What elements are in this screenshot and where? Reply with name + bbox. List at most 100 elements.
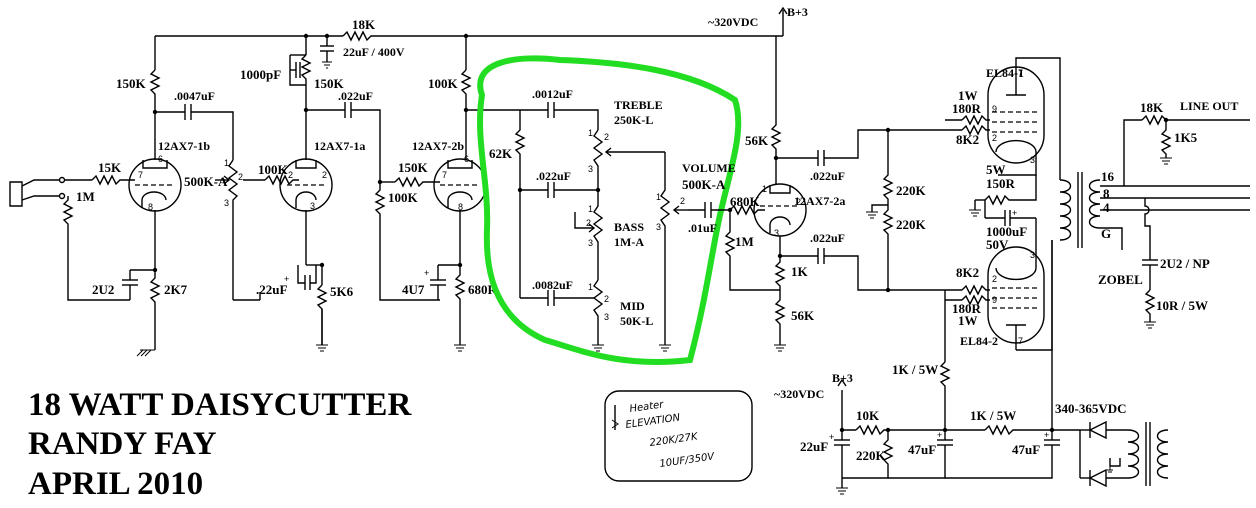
rectifier-icon <box>1079 420 1128 488</box>
label-r220k-1: 220K <box>896 183 927 198</box>
svg-text:3: 3 <box>604 312 609 322</box>
label-r8k2-top: 8K2 <box>956 132 979 147</box>
input-jack-icon <box>9 176 66 207</box>
label-c22uf-sup: 22uF <box>800 439 828 454</box>
label-tap4: 4 <box>1103 200 1110 215</box>
label-c0012: .0012uF <box>532 87 573 101</box>
label-c2u2: 2U2 <box>92 282 114 297</box>
svg-text:2: 2 <box>604 132 609 142</box>
svg-text:1: 1 <box>588 204 593 214</box>
label-r680k: 680K <box>730 194 761 209</box>
title-line1: 18 WATT DAISYCUTTER <box>28 387 412 423</box>
svg-text:3: 3 <box>588 238 593 248</box>
svg-text:+: + <box>937 430 942 440</box>
label-c01uf: .01uF <box>688 221 717 235</box>
label-r100k-plate: 100K <box>428 76 459 91</box>
tube-v2b: 678 <box>433 154 487 212</box>
label-r100k-leak: 100K <box>388 190 419 205</box>
label-r220k-2: 220K <box>896 217 927 232</box>
label-340vdc: 340-365VDC <box>1055 401 1127 416</box>
tube-v1b: 678 <box>128 154 182 212</box>
svg-text:9: 9 <box>992 104 997 114</box>
label-r10r: 10R / 5W <box>1156 298 1208 313</box>
svg-text:3: 3 <box>1030 250 1035 260</box>
label-b3-top: B+3 <box>787 5 808 19</box>
svg-text:+: + <box>1044 430 1049 440</box>
label-r2k7: 2K7 <box>164 282 188 297</box>
svg-text:2: 2 <box>680 196 685 206</box>
gain-pot-icon: 123 <box>215 158 243 300</box>
label-zobel: ZOBEL <box>1098 272 1143 287</box>
label-c2u2-np: 2U2 / NP <box>1160 256 1210 271</box>
heater-elevation-note: Heater ELEVATION 220K/27K 10UF/350V <box>604 390 753 482</box>
label-r10k: 10K <box>856 408 880 423</box>
label-r5k6: 5K6 <box>330 284 354 299</box>
label-r1k-pi: 1K <box>791 264 809 279</box>
label-tube-v1a: 12AX7-1a <box>314 139 365 153</box>
svg-text:2: 2 <box>604 294 609 304</box>
label-r56k-pi: 56K <box>791 308 815 323</box>
label-r62k: 62K <box>489 146 513 161</box>
title-line3: APRIL 2010 <box>28 466 203 502</box>
label-line-out: LINE OUT <box>1180 99 1238 113</box>
label-r150k-grid: 150K <box>398 160 429 175</box>
label-r8k2-bot: 8K2 <box>956 265 979 280</box>
label-320vdc-supply: ~320VDC <box>774 387 824 401</box>
svg-text:7: 7 <box>138 170 143 180</box>
label-volume-val: 500K-A <box>682 177 726 192</box>
label-c1000uf: 1000uF <box>986 224 1027 239</box>
label-c022-2: .022uF <box>536 169 571 183</box>
svg-text:2: 2 <box>288 170 293 180</box>
svg-text:1: 1 <box>588 282 593 292</box>
tone-stack-highlight <box>477 55 742 365</box>
label-c4u7: 4U7 <box>402 282 425 297</box>
label-treble: TREBLE <box>614 98 663 112</box>
label-treble-val: 250K-L <box>614 113 653 127</box>
label-r180r-bot: 180R <box>952 301 982 316</box>
label-tube-el84-2: EL84-2 <box>960 334 998 348</box>
svg-text:8: 8 <box>148 202 153 212</box>
label-w5: 5W <box>986 162 1006 177</box>
label-tube-el84-1: EL84-1 <box>986 66 1024 80</box>
label-bass: BASS <box>614 220 644 234</box>
label-volume: VOLUME <box>682 161 736 175</box>
label-r1k5w-h: 1K / 5W <box>970 408 1016 423</box>
label-r180r-top: 180R <box>952 101 982 116</box>
label-tap16: 16 <box>1101 169 1115 184</box>
svg-text:7: 7 <box>1018 336 1023 346</box>
power-transformer-icon <box>1127 422 1169 486</box>
label-c1000pf: 1000pF <box>240 67 281 82</box>
svg-text:7: 7 <box>442 170 447 180</box>
label-b3-supply: B+3 <box>832 371 853 385</box>
svg-text:2: 2 <box>796 197 801 207</box>
label-c0082: .0082uF <box>532 278 573 292</box>
label-c47uf-1: 47uF <box>908 442 936 457</box>
label-r1m-pi: 1M <box>735 234 754 249</box>
label-r220k-sup: 220K <box>856 448 887 463</box>
label-c022-3: .022uF <box>810 169 845 183</box>
label-r150k-1: 150K <box>116 76 147 91</box>
label-v50: 50V <box>986 237 1009 252</box>
label-r150r: 150R <box>986 176 1016 191</box>
b-plus-rail <box>154 6 788 70</box>
svg-text:3: 3 <box>224 198 229 208</box>
svg-text:10UF/350V: 10UF/350V <box>659 451 716 470</box>
label-mid-val: 50K-L <box>620 314 653 328</box>
label-c0047: .0047uF <box>174 89 215 103</box>
svg-text:2: 2 <box>992 274 997 284</box>
label-pot500k-a: 500K-A <box>184 174 228 189</box>
label-c22uf-400v: 22uF / 400V <box>343 45 405 59</box>
label-tube-v2a: 12AX7-2a <box>794 194 845 208</box>
label-mid: MID <box>620 299 645 313</box>
svg-text:1: 1 <box>588 128 593 138</box>
label-w1-bot: 1W <box>958 313 978 328</box>
label-r18k-out: 18K <box>1140 100 1164 115</box>
label-c022-1: .022uF <box>338 89 373 103</box>
label-c022-4: .022uF <box>810 231 845 245</box>
svg-text:8: 8 <box>458 202 463 212</box>
